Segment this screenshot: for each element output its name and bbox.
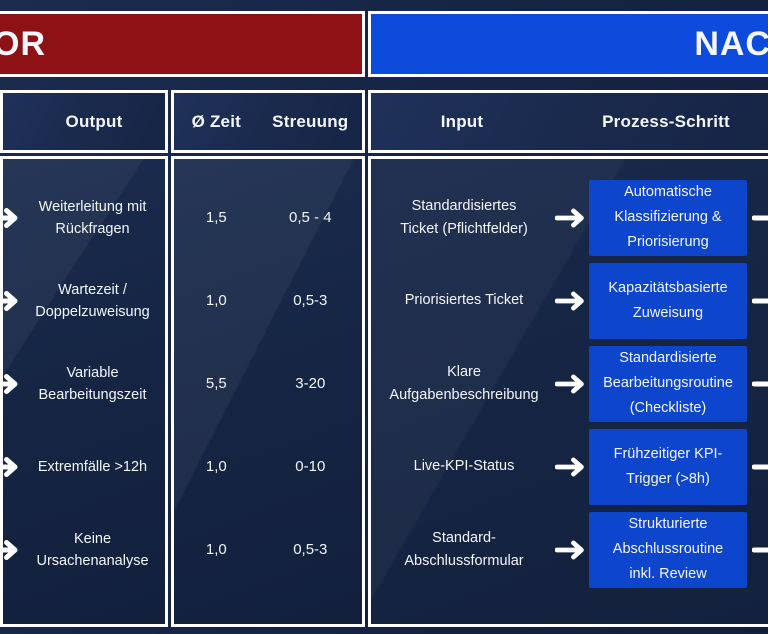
table-row: Live-KPI-Status Frühzeitiger KPI- Trigge… [371, 425, 768, 508]
input-label: Standardisiertes Ticket (Pflichtfelder) [400, 197, 528, 237]
input-label: Standard- Abschlussformular [404, 529, 524, 569]
process-step-box: Kapazitätsbasierte Zuweisung [589, 262, 747, 339]
table-row: Klare Aufgabenbeschreibung Standardisier… [371, 342, 768, 425]
arrow-right-icon [3, 290, 24, 312]
input-column-label: Input [440, 111, 484, 131]
output-column-label: Output [65, 111, 123, 131]
process-step-label: Automatische Klassifizierung & Priorisie… [614, 184, 722, 250]
arrow-right-icon [3, 207, 24, 229]
before-output-column: Weiterleitung mit Rückfragen Wartezeit /… [0, 156, 168, 627]
table-row: Priorisiertes Ticket Kapazitätsbasierte … [371, 259, 768, 342]
arrow-right-icon [555, 373, 589, 395]
zeit-value: 1,5 [205, 209, 227, 226]
process-step-label: Standardisierte Bearbeitungsroutine (Che… [603, 350, 733, 416]
output-label: Wartezeit / Doppelzuweisung [35, 281, 150, 320]
after-title: NAC [694, 25, 768, 63]
table-row: Wartezeit / Doppelzuweisung [3, 259, 165, 342]
zeit-value: 5,5 [205, 375, 227, 392]
table-row: Standard- Abschlussformular Strukturiert… [371, 508, 768, 591]
zeit-column-label: Ø Zeit [191, 111, 241, 131]
before-header-banner: OR [0, 11, 365, 77]
zeit-value: 1,0 [205, 292, 227, 309]
table-row: Standardisiertes Ticket (Pflichtfelder) … [371, 176, 768, 259]
output-label: Variable Bearbeitungszeit [38, 364, 147, 403]
table-row: 5,5 3-20 [174, 342, 362, 425]
streuung-value: 0,5-3 [293, 541, 328, 558]
streuung-value: 0-10 [295, 458, 326, 475]
arrow-right-icon [747, 373, 768, 395]
output-label: Keine Ursachenanalyse [36, 530, 149, 569]
process-step-label: Frühzeitiger KPI- Trigger (>8h) [613, 445, 723, 487]
process-step-box: Standardisierte Bearbeitungsroutine (Che… [589, 345, 747, 422]
table-row: 1,0 0-10 [174, 425, 362, 508]
before-title: OR [0, 25, 46, 63]
arrow-right-icon [555, 290, 589, 312]
after-columns-header: Input Prozess-Schritt [368, 90, 768, 153]
arrow-right-icon [747, 207, 768, 229]
output-label: Extremfälle >12h [37, 458, 148, 475]
table-row: Weiterleitung mit Rückfragen [3, 176, 165, 259]
arrow-right-icon [747, 539, 768, 561]
process-step-label: Kapazitätsbasierte Zuweisung [608, 279, 728, 321]
process-step-box: Frühzeitiger KPI- Trigger (>8h) [589, 428, 747, 505]
before-output-column-header: Output [0, 90, 168, 153]
process-step-box: Strukturierte Abschlussroutine inkl. Rev… [589, 511, 747, 588]
arrow-right-icon [747, 456, 768, 478]
input-label: Live-KPI-Status [413, 458, 515, 474]
arrow-right-icon [3, 539, 24, 561]
process-step-box: Automatische Klassifizierung & Priorisie… [589, 179, 747, 256]
streuung-value: 3-20 [295, 375, 326, 392]
streuung-column-label: Streuung [272, 111, 349, 131]
zeit-value: 1,0 [205, 541, 227, 558]
streuung-value: 0,5-3 [293, 292, 328, 309]
input-label: Priorisiertes Ticket [404, 292, 524, 308]
zeit-value: 1,0 [205, 458, 227, 475]
process-column-label: Prozess-Schritt [602, 111, 730, 131]
before-metrics-column-header: Ø Zeit Streuung [171, 90, 365, 153]
table-row: 1,5 0,5 - 4 [174, 176, 362, 259]
arrow-right-icon [3, 456, 24, 478]
arrow-right-icon [3, 373, 24, 395]
arrow-right-icon [747, 290, 768, 312]
table-row: 1,0 0,5-3 [174, 259, 362, 342]
streuung-value: 0,5 - 4 [289, 209, 332, 226]
before-metrics-column: 1,5 0,5 - 4 1,0 0,5-3 5,5 3-20 1,0 0-10 … [171, 156, 365, 627]
table-row: Extremfälle >12h [3, 425, 165, 508]
table-row: 1,0 0,5-3 [174, 508, 362, 591]
after-header-banner: NAC [368, 11, 768, 77]
process-step-label: Strukturierte Abschlussroutine inkl. Rev… [612, 516, 724, 582]
arrow-right-icon [555, 207, 589, 229]
table-row: Variable Bearbeitungszeit [3, 342, 165, 425]
input-label: Klare Aufgabenbeschreibung [389, 363, 539, 403]
table-row: Keine Ursachenanalyse [3, 508, 165, 591]
output-label: Weiterleitung mit Rückfragen [38, 198, 147, 237]
after-process-column: Standardisiertes Ticket (Pflichtfelder) … [368, 156, 768, 627]
arrow-right-icon [555, 539, 589, 561]
arrow-right-icon [555, 456, 589, 478]
